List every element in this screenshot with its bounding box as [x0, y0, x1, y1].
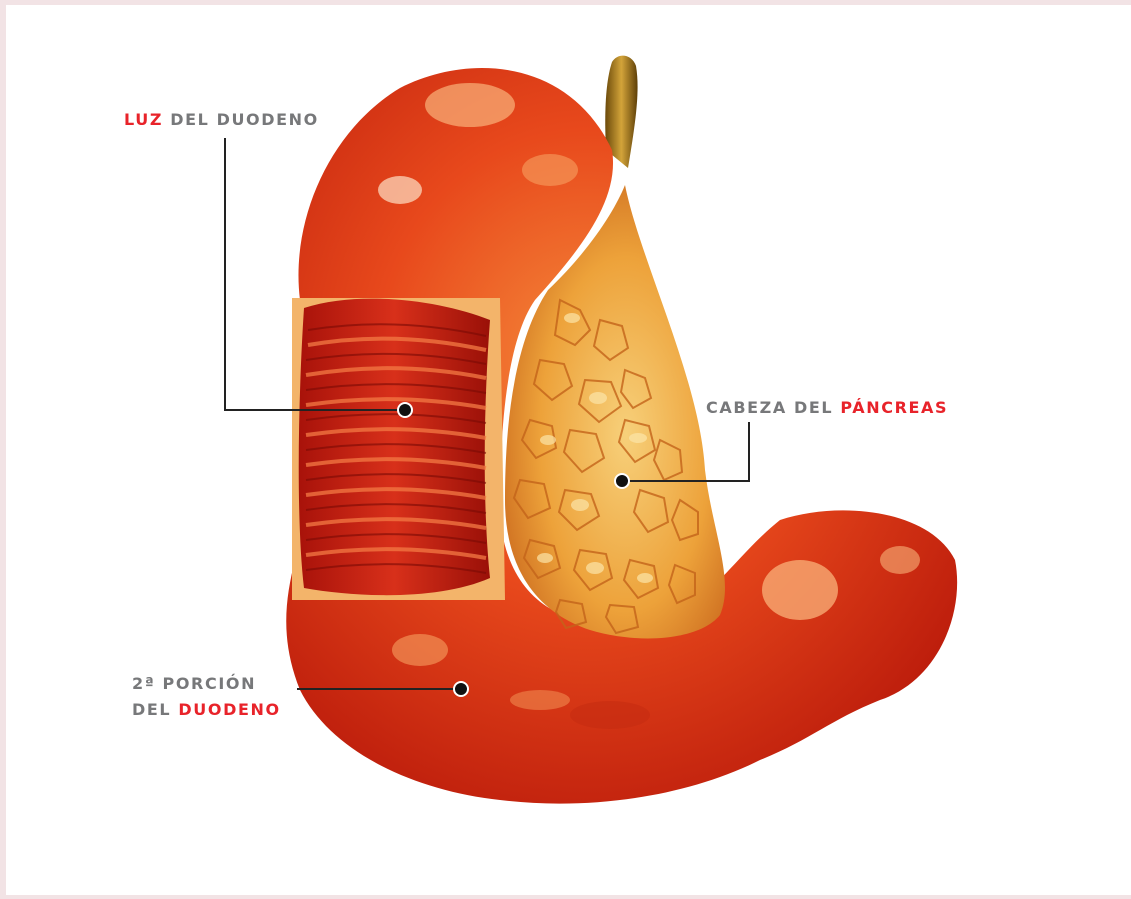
label-segunda-porcion: 2ª PORCIÓN DEL DUODENO	[132, 671, 281, 723]
pointer-dot-pancreas	[615, 474, 629, 488]
label-porcion-line2: DEL DUODENO	[132, 697, 281, 723]
pointer-dot-luz	[398, 403, 412, 417]
label-cabeza-rest: CABEZA DEL	[706, 398, 840, 417]
label-luz-del-duodeno: LUZ DEL DUODENO	[124, 107, 319, 133]
label-porcion-line2-highlight: DUODENO	[178, 700, 280, 719]
duodenum-lumen-cutaway	[292, 298, 505, 600]
label-porcion-line1: 2ª PORCIÓN	[132, 671, 281, 697]
label-cabeza-highlight: PÁNCREAS	[840, 398, 948, 417]
label-luz-rest: DEL DUODENO	[163, 110, 319, 129]
label-porcion-line2-rest: DEL	[132, 700, 178, 719]
label-cabeza-del-pancreas: CABEZA DEL PÁNCREAS	[706, 395, 948, 421]
label-luz-highlight: LUZ	[124, 110, 163, 129]
pointer-dot-porcion	[454, 682, 468, 696]
